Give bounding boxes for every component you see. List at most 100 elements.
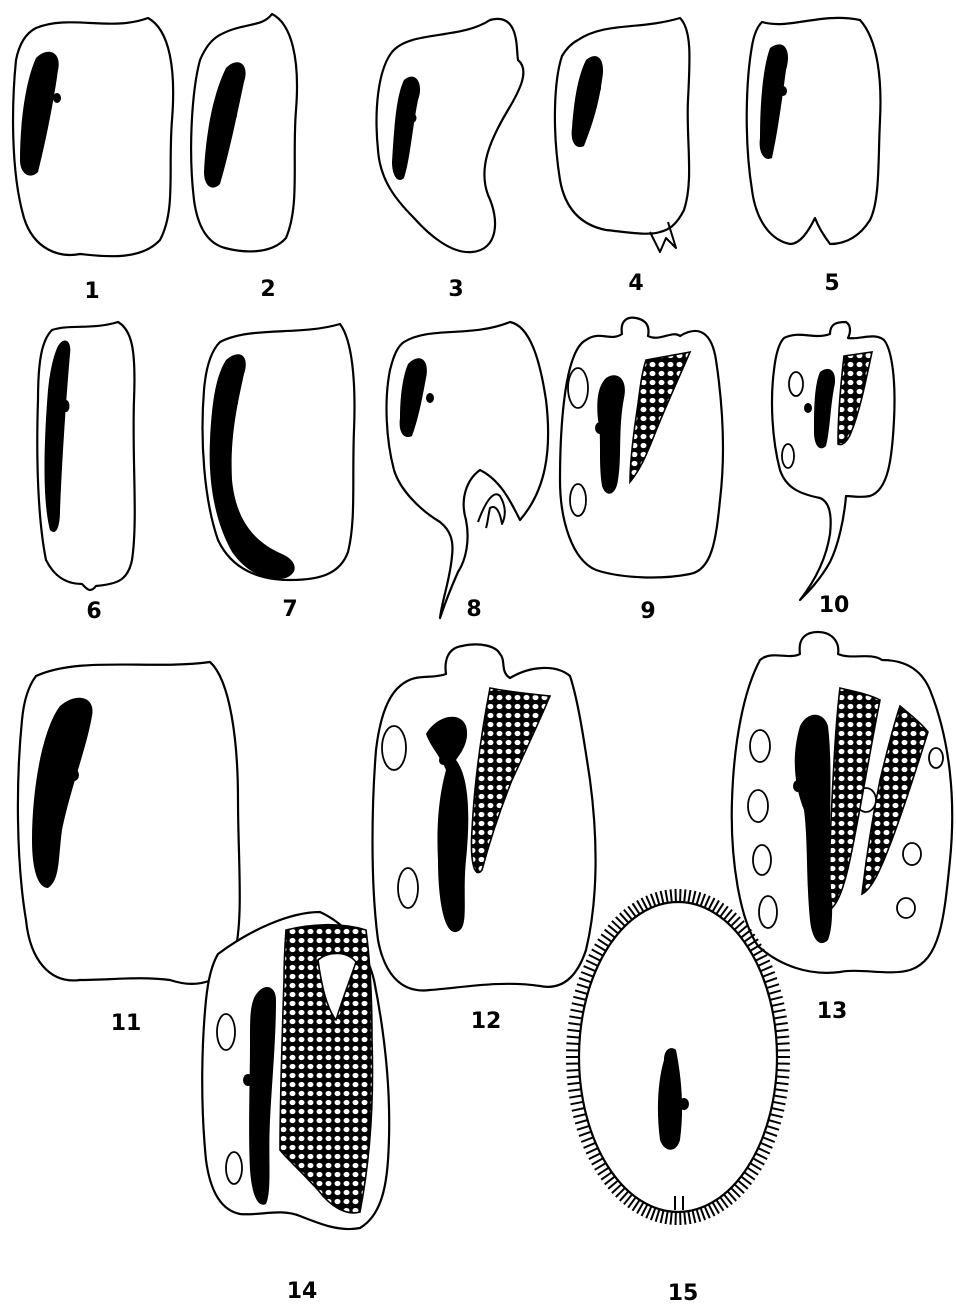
contractile-vacuole [782,444,794,468]
contractile-vacuole [929,748,943,768]
cilium [569,1016,582,1018]
contractile-vacuole [570,484,586,516]
cilium [572,1003,585,1006]
cilium [776,1076,789,1077]
cilium [646,896,651,908]
cilium [776,1030,789,1031]
contractile-vacuole [897,898,915,918]
cilium [575,990,588,994]
micronucleus [410,114,417,123]
cilium [693,1210,696,1223]
cilium [705,896,710,908]
cilium [768,1120,781,1124]
cilium [777,1043,790,1044]
cilium [776,1083,789,1084]
cilium [777,1070,790,1071]
figure-15: 15 [566,889,790,1306]
cilium [697,1209,701,1221]
cilium [586,1148,598,1154]
micronucleus [63,400,70,412]
contractile-vacuole [568,368,588,408]
cilium [772,1003,785,1006]
cell-outline [579,902,777,1212]
micronucleus [426,393,434,403]
cilium [756,1153,768,1159]
figure-3: 3 [377,19,524,302]
cilium [595,944,606,951]
contractile-vacuole [217,1014,235,1050]
cell-outline [191,14,297,251]
cilium [581,972,593,977]
contractile-vacuole [903,843,921,865]
figure-label: 8 [466,597,481,622]
cilium [761,1143,773,1148]
figure-label: 4 [628,271,643,296]
figure-7: 7 [203,324,355,622]
figure-12: 12 [373,644,596,1034]
cilium [575,1120,588,1124]
contractile-vacuole [750,730,770,762]
cilium [592,1158,603,1164]
cilium [573,1114,586,1117]
micronucleus [679,1098,689,1110]
figure-13: 13 [732,632,952,1024]
cilium [661,891,664,904]
figure-6: 6 [37,322,134,624]
figure-label: 6 [86,599,101,624]
figure-2: 2 [191,14,297,302]
cilium [572,1108,585,1111]
cilium [566,1070,579,1071]
cilium [601,934,612,942]
cilium [568,1030,581,1031]
cilium [744,1172,755,1180]
cilium [601,1172,612,1180]
cilium [666,890,668,903]
cilium [589,955,601,961]
figure-label: 11 [111,1011,142,1036]
cilium [768,990,781,994]
cilium [701,1208,706,1220]
cilium [661,1210,664,1223]
cilium [770,997,783,1000]
cilium [761,966,773,971]
contractile-vacuole [398,868,418,908]
cilium [569,1096,582,1098]
figure-label: 10 [819,593,850,618]
cilium [656,892,660,904]
cilium [577,1126,589,1130]
figure-label: 2 [260,277,275,302]
cilium [753,1158,764,1164]
cilium [651,894,656,906]
micronucleus [439,755,447,765]
cilium [577,984,589,988]
micronucleus [69,769,79,781]
cilium [772,1108,785,1111]
cilium [756,955,768,961]
cilium [598,1168,609,1175]
cilium [598,939,609,946]
cilium [656,1209,660,1221]
cilium [763,1137,775,1142]
figure-label: 13 [817,999,848,1024]
cilium [758,960,770,966]
contractile-vacuole [748,790,768,822]
figure-label: 14 [287,1279,318,1304]
cilium [701,894,706,906]
contractile-vacuole [759,896,777,928]
cilium [571,1010,584,1013]
cilium [770,1114,783,1117]
cilium [684,1212,685,1225]
cilium [773,1010,786,1013]
cilium [567,1076,580,1077]
micronucleus [243,1074,253,1086]
micronucleus [53,93,61,103]
cilium [568,1089,581,1091]
cilium [758,1148,770,1154]
cilium [584,966,596,971]
cilium [697,892,701,904]
cilium [568,1023,581,1025]
figure-8: 8 [387,322,549,622]
cilium [651,1208,656,1220]
cilium [684,889,685,902]
spine [478,494,505,528]
